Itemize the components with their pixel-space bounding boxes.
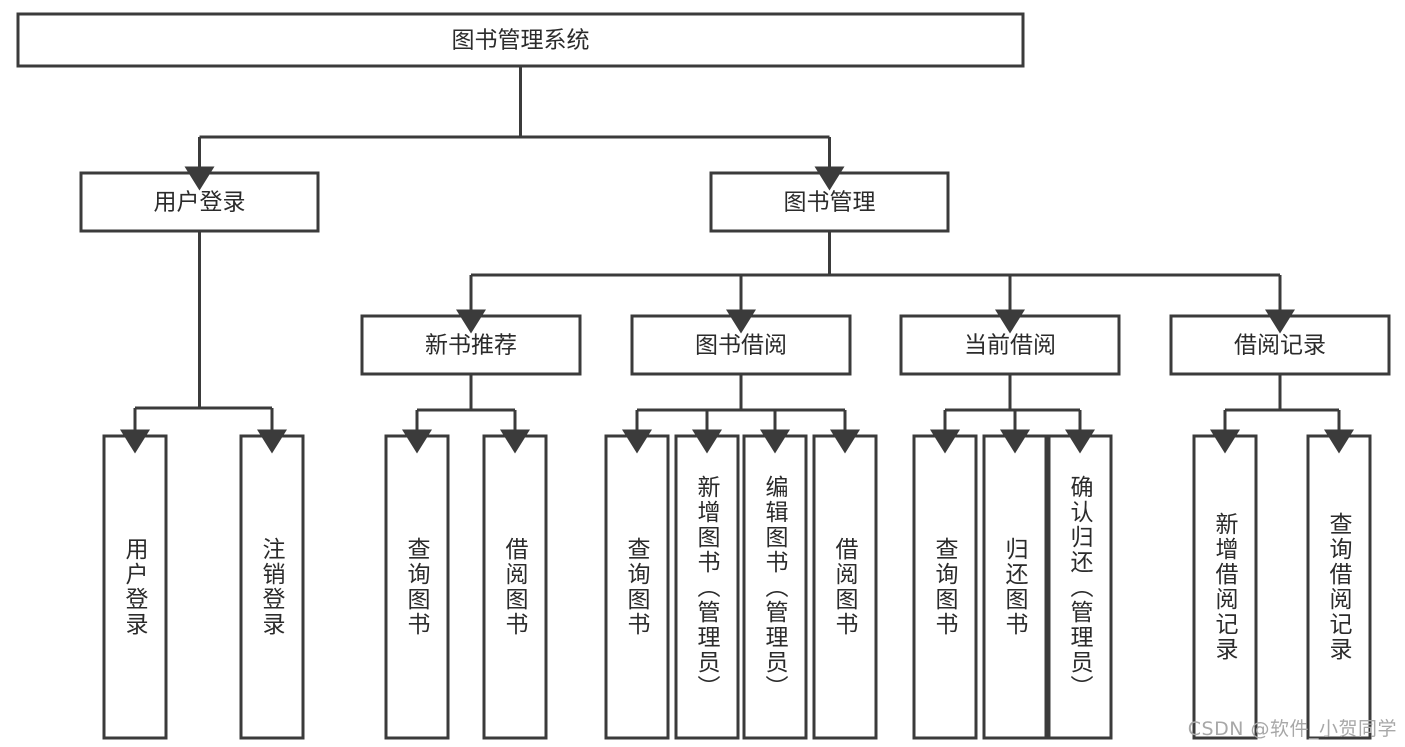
node-box-leaf-confirm-return[interactable] [1047, 434, 1113, 740]
node-box-leaf-borrow-book-2[interactable] [812, 434, 878, 740]
node-box-root[interactable] [16, 12, 1025, 68]
node-box-leaf-user-login[interactable] [102, 434, 168, 740]
watermark-text: CSDN @软件_小贺同学 [1187, 718, 1397, 740]
node-box-leaf-edit-book[interactable] [742, 434, 808, 740]
node-boxes [16, 12, 1391, 740]
label-user-login: 用户登录 [154, 190, 246, 216]
label-book-manage: 图书管理 [784, 190, 876, 216]
node-box-leaf-borrow-book-1[interactable] [482, 434, 548, 740]
node-box-leaf-query-book-2[interactable] [604, 434, 670, 740]
node-box-leaf-logout[interactable] [239, 434, 305, 740]
label-current-borrow: 当前借阅 [964, 333, 1056, 359]
label-new-book-rec: 新书推荐 [425, 333, 517, 359]
node-box-leaf-add-record[interactable] [1192, 434, 1258, 740]
label-root: 图书管理系统 [452, 28, 590, 54]
node-box-leaf-add-book[interactable] [674, 434, 740, 740]
node-labels-horizontal: 图书管理系统 用户登录 图书管理 新书推荐 图书借阅 当前借阅 借阅记录 [154, 28, 1327, 359]
node-box-leaf-return-book[interactable] [982, 434, 1048, 740]
node-box-leaf-query-book-1[interactable] [384, 434, 450, 740]
node-box-leaf-query-record[interactable] [1306, 434, 1372, 740]
label-book-borrow: 图书借阅 [695, 333, 787, 359]
connector-lines [120, 66, 1354, 454]
label-borrow-record: 借阅记录 [1234, 333, 1326, 359]
node-box-leaf-query-book-3[interactable] [912, 434, 978, 740]
node-box-new-book-rec[interactable] [360, 314, 582, 376]
